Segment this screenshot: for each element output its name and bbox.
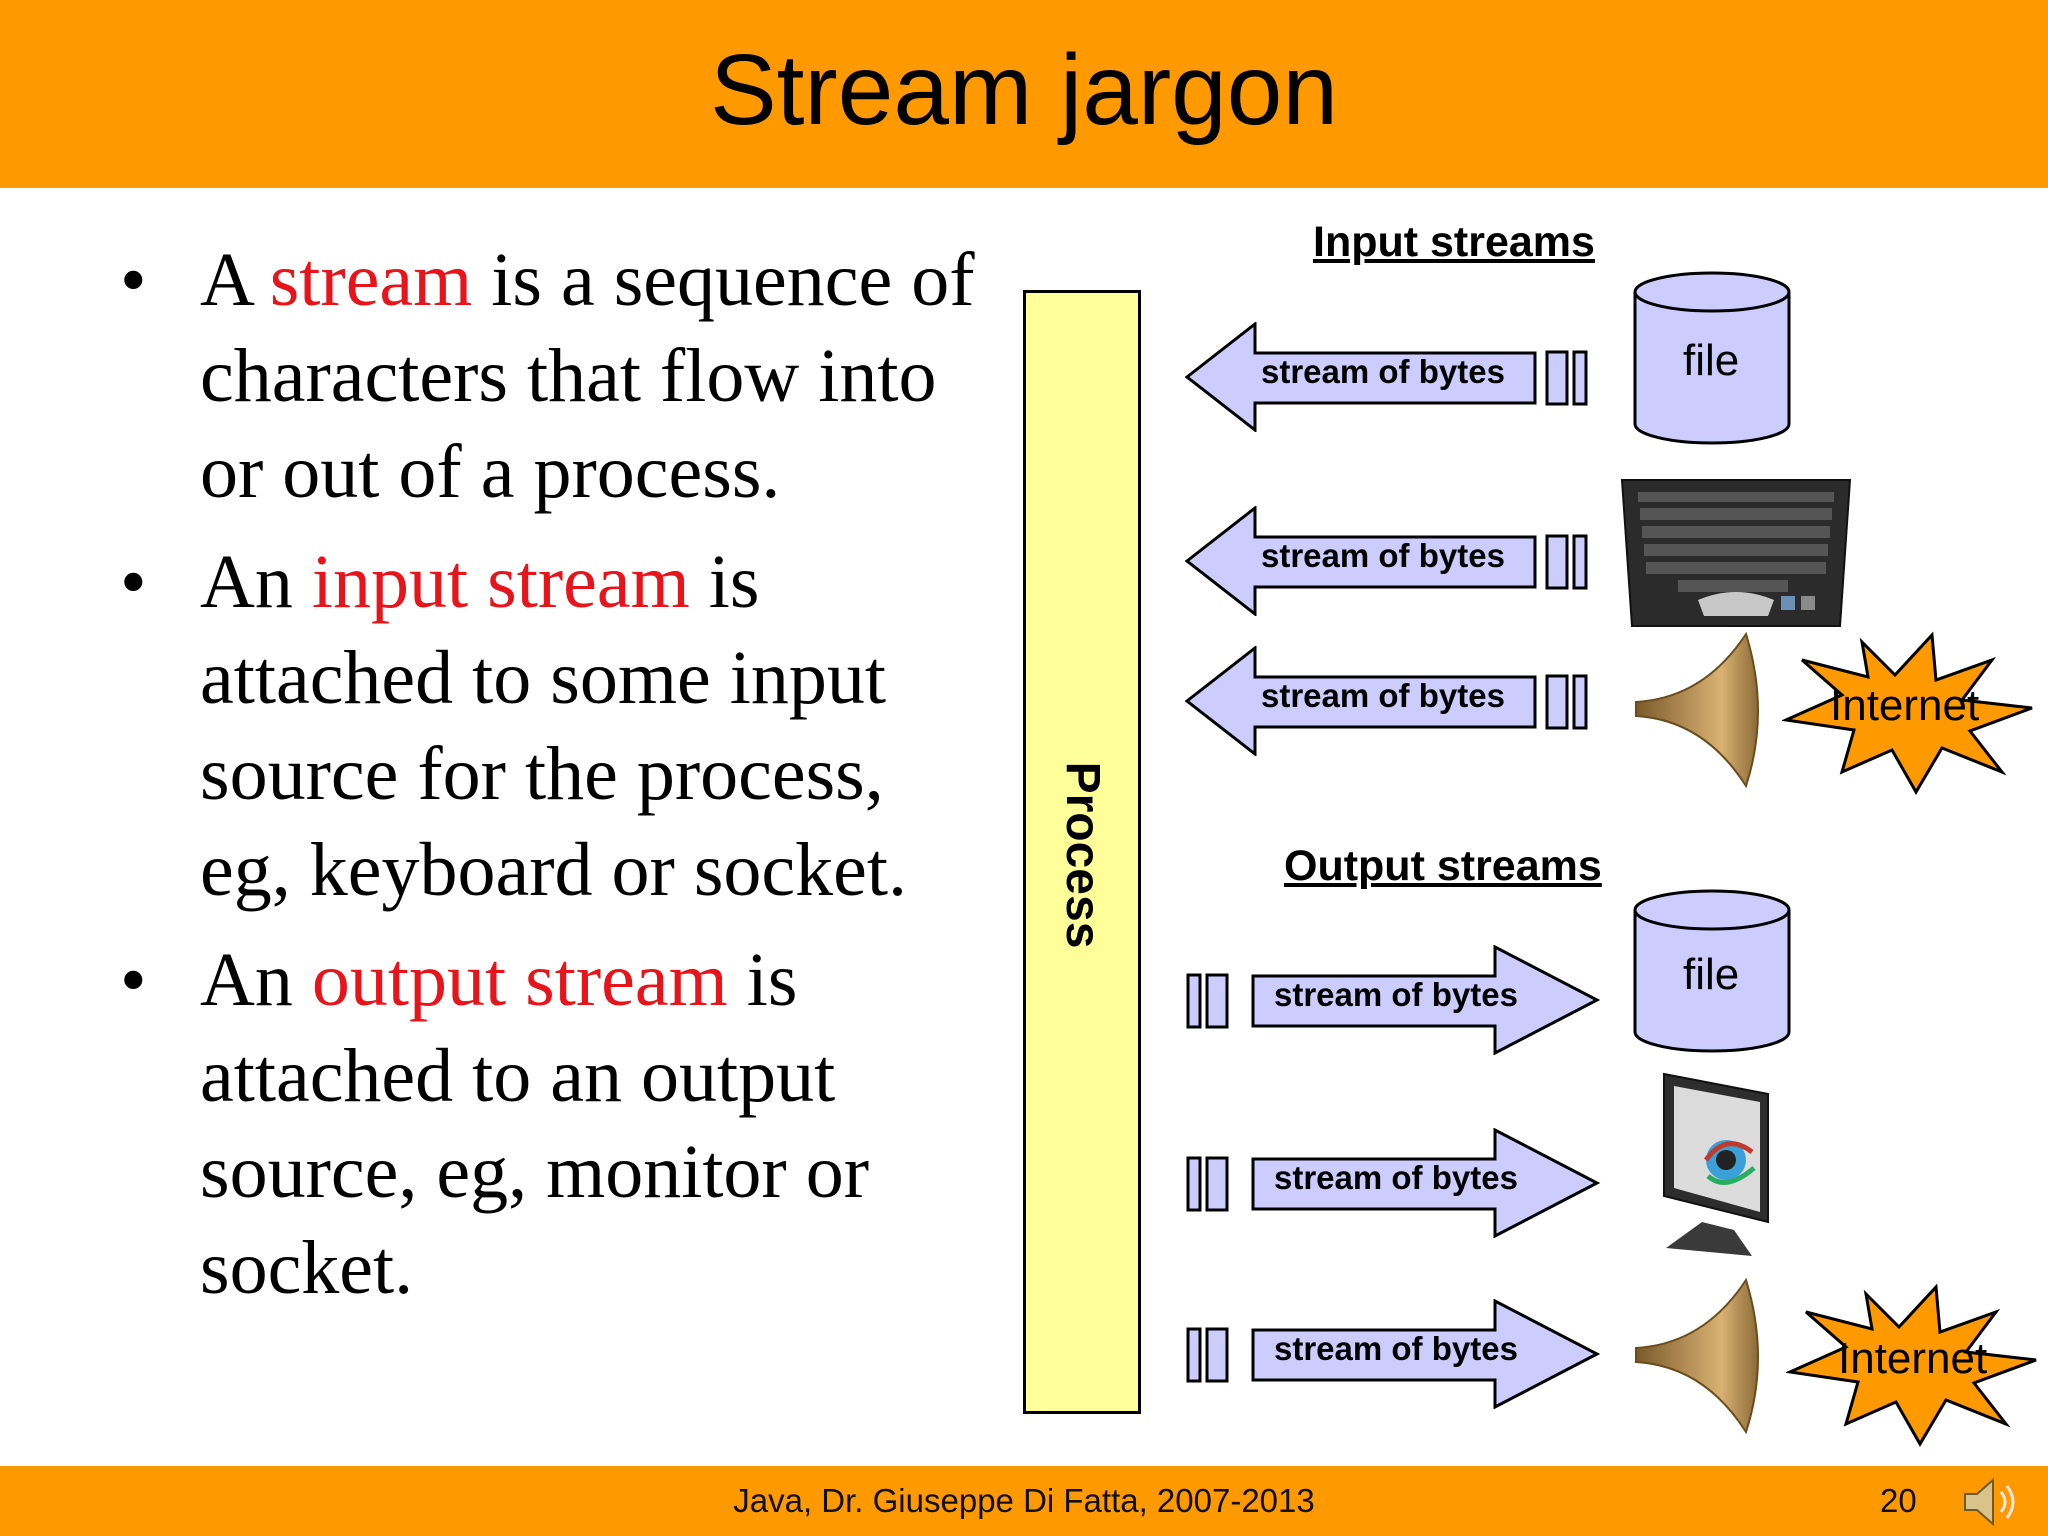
monitor-icon bbox=[1663, 1072, 1769, 1256]
output-arrow-2-label: stream of bytes bbox=[1274, 1159, 1518, 1196]
term-output-stream: output stream bbox=[311, 938, 728, 1022]
page-number: 20 bbox=[1880, 1482, 1917, 1519]
process-label: Process bbox=[1056, 761, 1109, 949]
term-stream: stream bbox=[269, 238, 473, 322]
bullet-list: • A stream is a sequence of characters t… bbox=[120, 232, 980, 1330]
input-horn-icon bbox=[1635, 632, 1759, 788]
output-file-label: file bbox=[1683, 950, 1740, 999]
output-arrow-3-label: stream of bytes bbox=[1274, 1330, 1518, 1367]
footer-text: Java, Dr. Giuseppe Di Fatta, 2007-2013 bbox=[733, 1482, 1315, 1519]
slide-title: Stream jargon bbox=[709, 34, 1339, 146]
title-banner bbox=[0, 0, 2048, 188]
process-box: Process bbox=[1023, 290, 1141, 1414]
input-arrow-1 bbox=[1185, 322, 1588, 432]
input-file-cylinder-icon bbox=[1633, 271, 1791, 445]
output-streams-heading: Output streams bbox=[1284, 842, 1602, 890]
speaker-icon[interactable] bbox=[1955, 1474, 2025, 1530]
bullet-dot: • bbox=[120, 540, 147, 624]
input-arrow-2-label: stream of bytes bbox=[1261, 537, 1505, 574]
input-arrow-2 bbox=[1185, 506, 1588, 616]
bullet-item: • An output stream is attached to an out… bbox=[120, 932, 980, 1316]
output-arrow-2 bbox=[1186, 1128, 1601, 1238]
output-internet-starburst-icon bbox=[1786, 1283, 2037, 1447]
input-arrow-1-label: stream of bytes bbox=[1261, 353, 1505, 390]
input-arrow-3-label: stream of bytes bbox=[1261, 677, 1505, 714]
bullet-item: • An input stream is attached to some in… bbox=[120, 534, 980, 918]
bullet-dot: • bbox=[120, 238, 147, 322]
input-file-label: file bbox=[1683, 336, 1740, 385]
output-internet-label: Internet bbox=[1838, 1334, 1988, 1383]
bullet-dot: • bbox=[120, 938, 147, 1022]
laptop-keyboard-icon bbox=[1620, 479, 1852, 627]
bullet-item: • A stream is a sequence of characters t… bbox=[120, 232, 980, 520]
input-internet-starburst-icon bbox=[1782, 631, 2033, 795]
term-input-stream: input stream bbox=[311, 540, 690, 624]
footer-banner: Java, Dr. Giuseppe Di Fatta, 2007-2013 2… bbox=[0, 1466, 2048, 1536]
output-arrow-1 bbox=[1186, 945, 1601, 1055]
input-streams-heading: Input streams bbox=[1313, 218, 1595, 266]
output-arrow-3 bbox=[1186, 1299, 1601, 1409]
output-file-cylinder-icon bbox=[1633, 889, 1791, 1053]
output-horn-icon bbox=[1635, 1278, 1759, 1434]
output-arrow-1-label: stream of bytes bbox=[1274, 976, 1518, 1013]
input-internet-label: Internet bbox=[1830, 681, 1980, 730]
input-arrow-3 bbox=[1185, 646, 1588, 756]
